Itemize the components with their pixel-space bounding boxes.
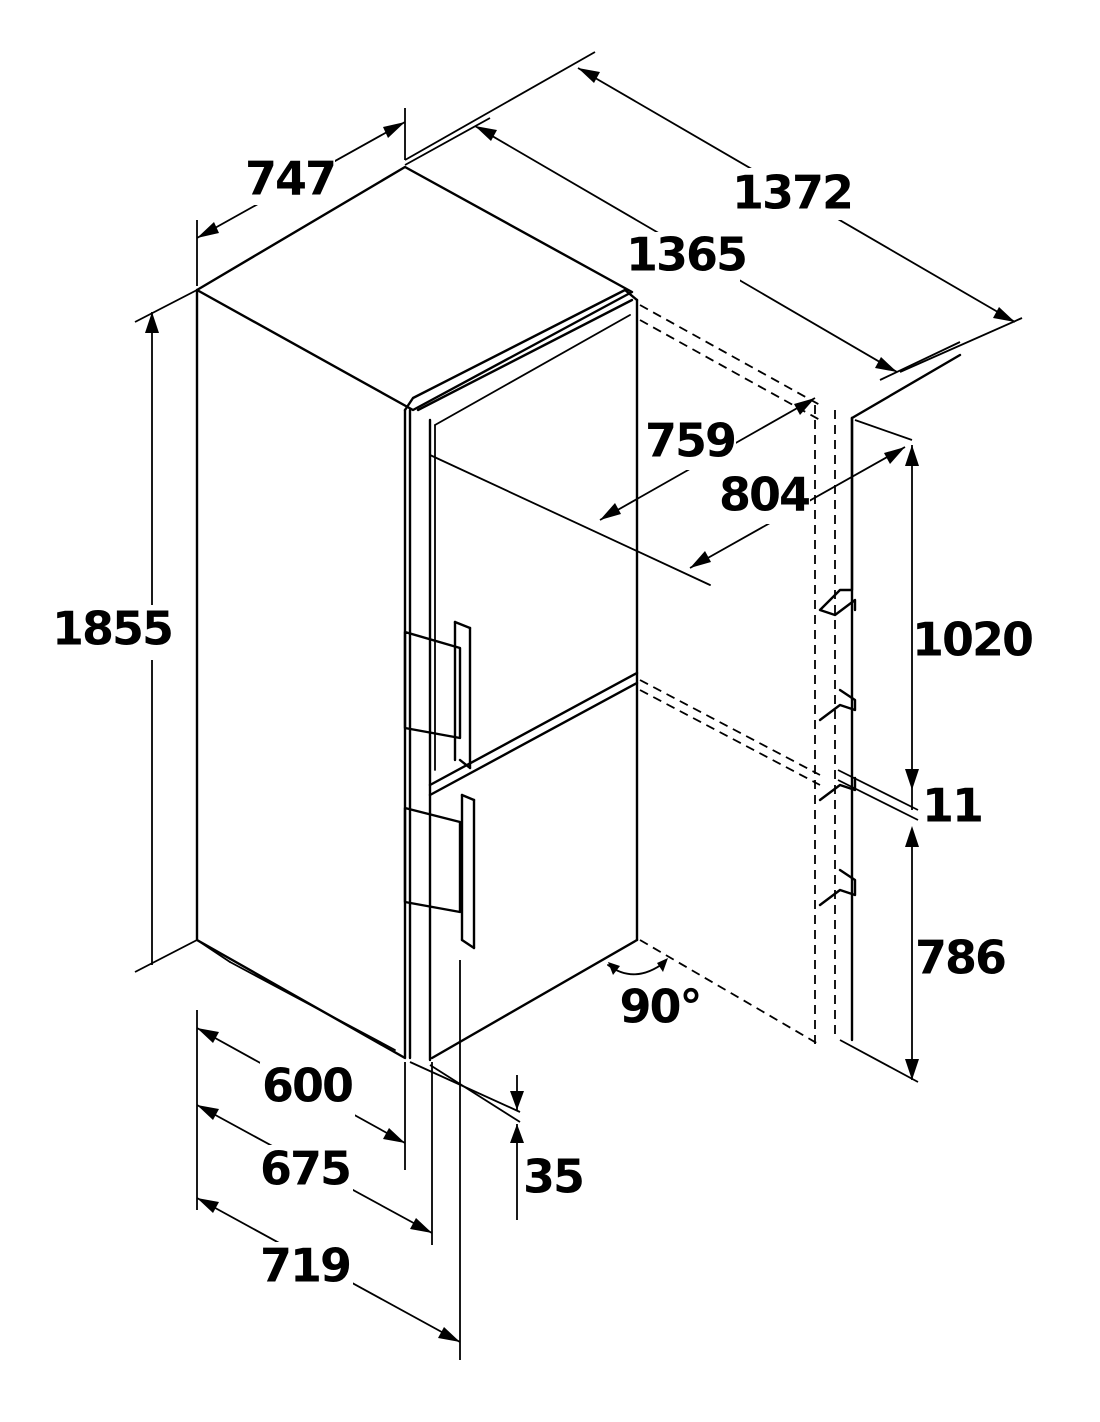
plinth-line (196, 939, 231, 963)
label-719: 719 (260, 1239, 350, 1293)
label-747: 747 (245, 152, 335, 206)
door-top-inner (434, 314, 631, 426)
label-35: 35 (523, 1150, 583, 1204)
label-759: 759 (645, 414, 735, 468)
fridge-body (195, 165, 639, 1062)
label-1365: 1365 (626, 228, 746, 282)
door-gap-line-2 (428, 681, 639, 797)
label-90-degrees: 90° (619, 980, 700, 1034)
label-600: 600 (262, 1059, 352, 1113)
door-front-edge (416, 298, 634, 412)
fridge-side-face (195, 288, 407, 1060)
fridge-top-face (195, 165, 634, 412)
label-804: 804 (719, 468, 809, 522)
plinth-line-2 (229, 961, 396, 1051)
upper-door-handle (403, 620, 472, 770)
open-door-outline (639, 304, 962, 1046)
lower-door-handle (403, 793, 476, 950)
dim-35 (409, 1061, 524, 1220)
label-1020: 1020 (912, 613, 1032, 667)
label-786: 786 (915, 931, 1005, 985)
label-1372: 1372 (732, 166, 852, 220)
angle-indicator (607, 958, 668, 976)
door-gap-line-1 (428, 671, 639, 787)
label-1855: 1855 (52, 602, 172, 656)
dim-vertical-door (837, 419, 919, 1083)
dim-600 (196, 1010, 406, 1210)
fridge-bottom-edge (430, 938, 639, 1060)
dim-1372 (404, 51, 1023, 373)
upper-door-top (403, 288, 639, 412)
label-675: 675 (260, 1142, 350, 1196)
label-11: 11 (922, 779, 982, 833)
